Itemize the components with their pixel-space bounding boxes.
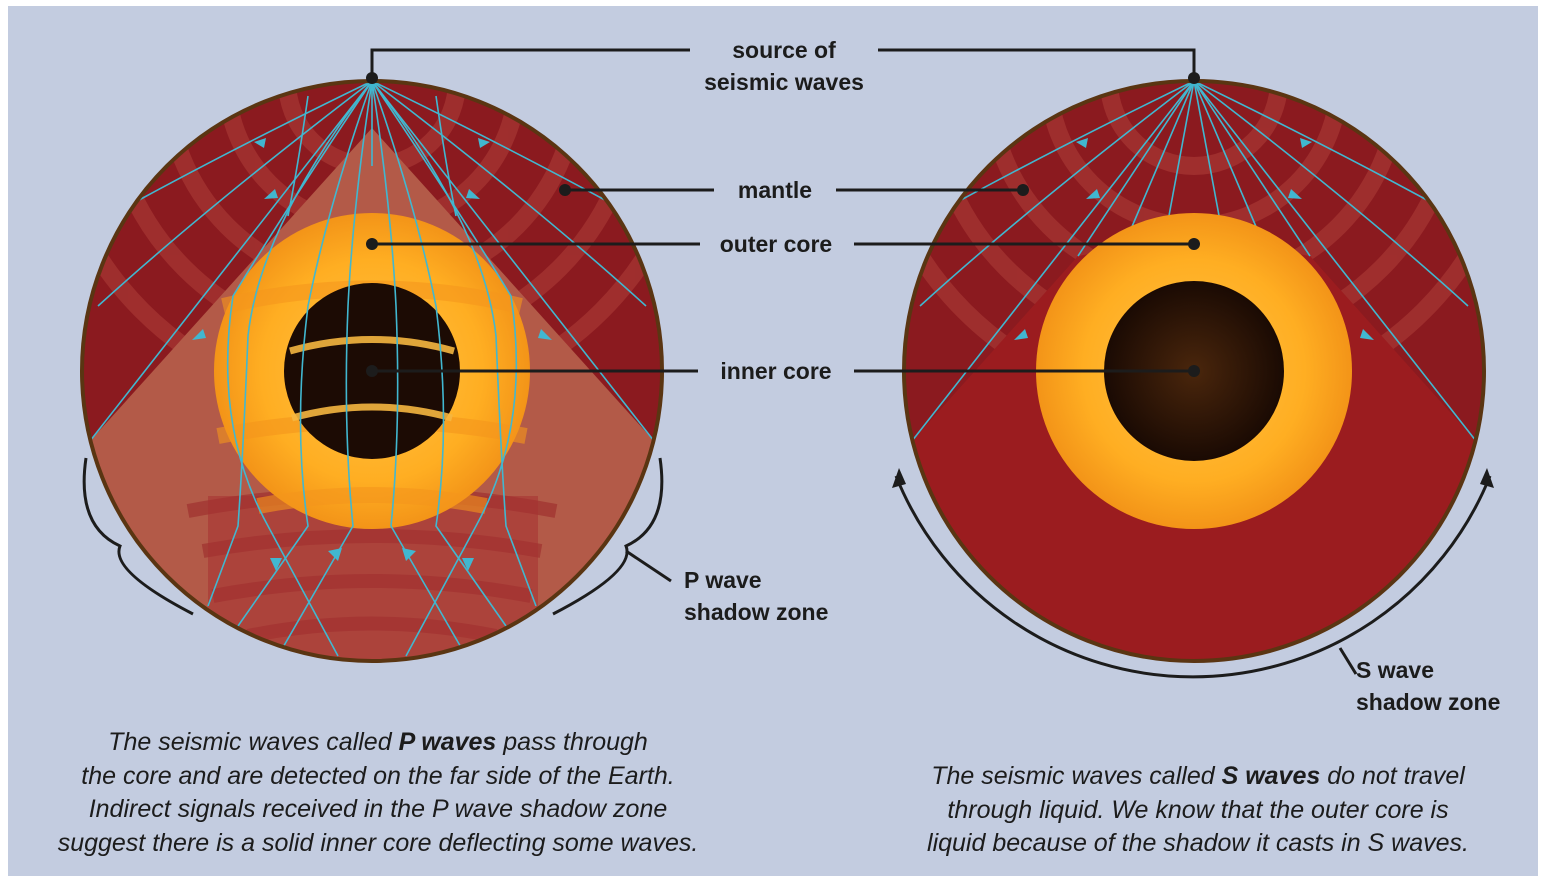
p-caption-line3: Indirect signals received in the P wave … (28, 793, 728, 827)
p-caption-line1-post: pass through (496, 728, 648, 756)
source-dot-right (1188, 72, 1200, 84)
source-label-line1: source of (684, 34, 884, 66)
s-shadow-zone-label: S wave shadow zone (1356, 654, 1500, 718)
p-caption-line1: The seismic waves called P waves pass th… (28, 726, 728, 760)
inner-core-dot-left (366, 365, 378, 377)
s-wave-caption: The seismic waves called S waves do not … (878, 760, 1518, 861)
s-shadow-zone-label-line2: shadow zone (1356, 686, 1500, 718)
outer-core-label: outer core (698, 228, 854, 260)
source-label: source of seismic waves (684, 34, 884, 98)
p-caption-line4: suggest there is a solid inner core defl… (28, 827, 728, 861)
source-leader-right (878, 50, 1194, 78)
s-caption-line1-pre: The seismic waves called (931, 762, 1221, 790)
p-shadow-zone-label-line2: shadow zone (684, 596, 828, 628)
inner-core-dot-right (1188, 365, 1200, 377)
inner-core-label: inner core (698, 355, 854, 387)
outer-core-dot-right (1188, 238, 1200, 250)
source-dot-left (366, 72, 378, 84)
outer-core-dot-left (366, 238, 378, 250)
p-shadow-zone-label-line1: P wave (684, 564, 828, 596)
source-label-line2: seismic waves (684, 66, 884, 98)
p-shadow-zone-label: P wave shadow zone (684, 564, 828, 628)
s-caption-line3: liquid because of the shadow it casts in… (878, 827, 1518, 861)
s-caption-line1-post: do not travel (1320, 762, 1465, 790)
s-caption-line1-bold: S waves (1222, 762, 1321, 790)
p-wave-caption: The seismic waves called P waves pass th… (28, 726, 728, 860)
s-caption-line1: The seismic waves called S waves do not … (878, 760, 1518, 794)
p-caption-line1-bold: P waves (399, 728, 497, 756)
mantle-label: mantle (708, 174, 842, 206)
s-caption-line2: through liquid. We know that the outer c… (878, 794, 1518, 828)
mantle-dot-left (559, 184, 571, 196)
s-shadow-leader (1340, 648, 1356, 674)
s-shadow-arrow-right (1480, 468, 1494, 488)
source-leader-left (372, 50, 690, 78)
p-caption-line2: the core and are detected on the far sid… (28, 760, 728, 794)
mantle-dot-right (1017, 184, 1029, 196)
seismic-wave-diagram: source of seismic waves mantle outer cor… (8, 6, 1538, 876)
s-shadow-arrow-left (892, 468, 906, 488)
p-shadow-leader (626, 551, 671, 581)
s-shadow-zone-label-line1: S wave (1356, 654, 1500, 686)
p-caption-line1-pre: The seismic waves called (108, 728, 398, 756)
